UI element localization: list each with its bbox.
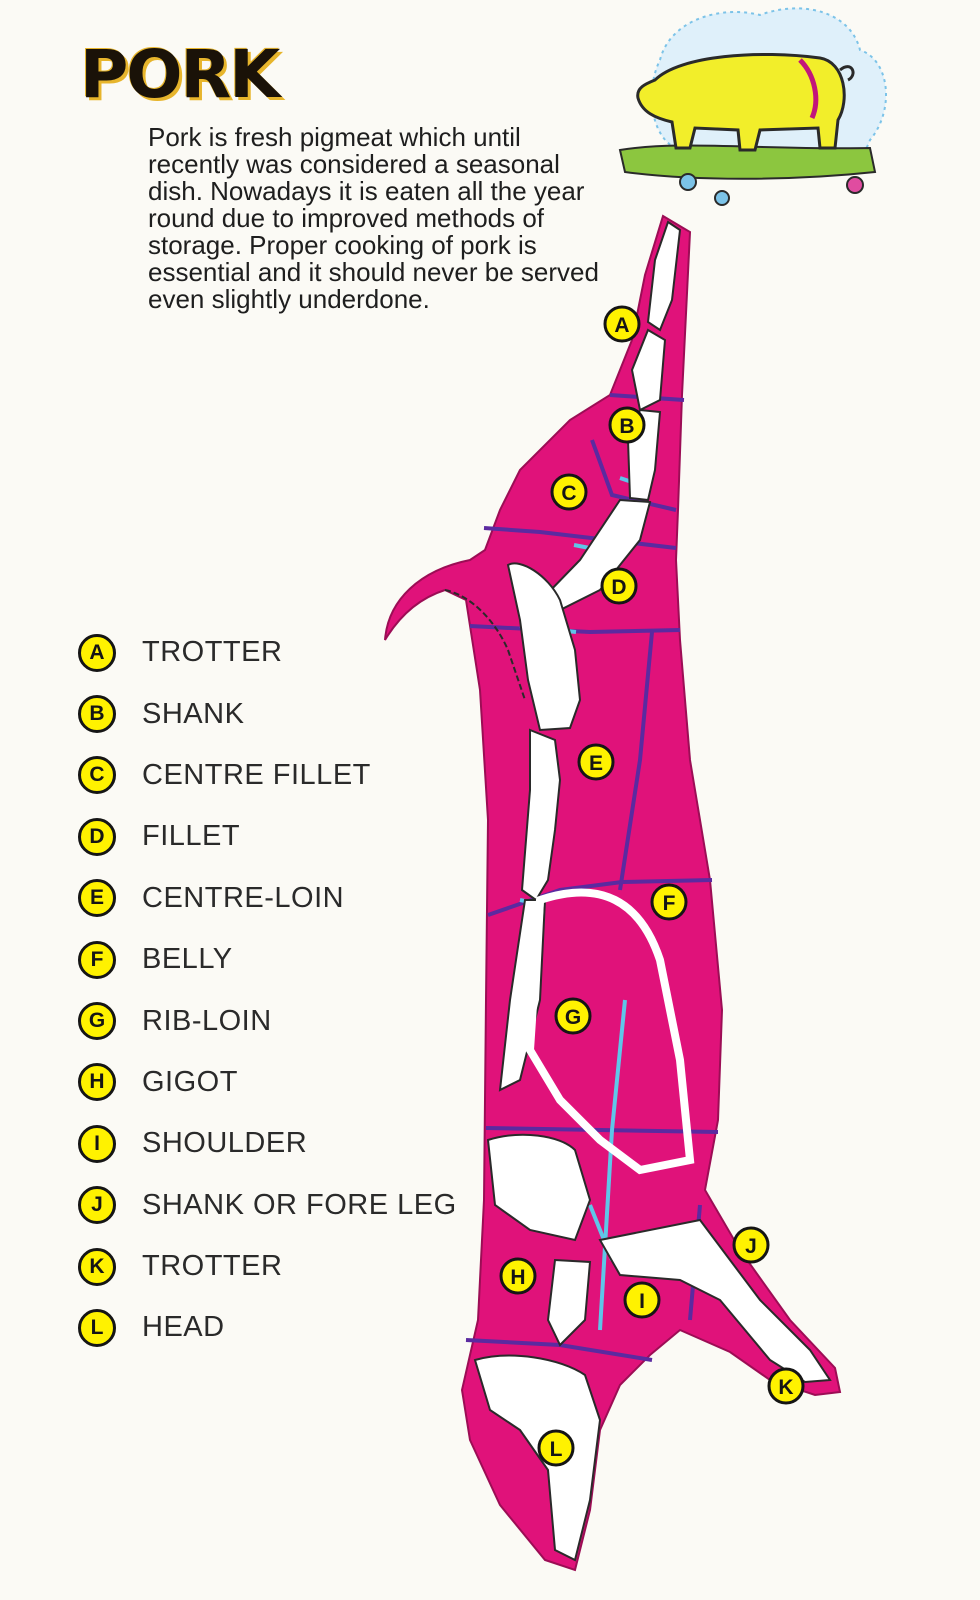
legend-badge: B (78, 695, 116, 734)
marker-circle (650, 883, 688, 921)
legend-badge: F (78, 940, 116, 979)
legend-item: B SHANK (78, 683, 457, 744)
marker-A: A (603, 305, 641, 343)
marker-L: L (537, 1429, 575, 1467)
legend-label: TROTTER (142, 1250, 283, 1283)
marker-K: K (767, 1367, 805, 1405)
legend-item: C CENTRE FILLET (78, 745, 457, 806)
marker-circle (537, 1429, 575, 1467)
legend-label: SHANK (142, 697, 245, 730)
legend-item: A TROTTER (78, 622, 457, 683)
marker-label: A (614, 314, 629, 337)
marker-J: J (732, 1226, 770, 1264)
legend-item: F BELLY (78, 929, 457, 990)
legend-label: RIB-LOIN (142, 1004, 272, 1037)
legend-item: E CENTRE-LOIN (78, 868, 457, 929)
legend-badge: H (78, 1063, 116, 1102)
marker-label: D (611, 576, 626, 599)
marker-label: K (778, 1376, 793, 1399)
marker-H: H (499, 1257, 537, 1295)
marker-circle (623, 1281, 661, 1319)
legend-item: D FILLET (78, 806, 457, 867)
legend-badge: E (78, 879, 116, 918)
marker-F: F (650, 883, 688, 921)
cuts-legend: A TROTTER B SHANK C CENTRE FILLET D FILLET E… (78, 622, 457, 1359)
marker-label: I (639, 1290, 645, 1313)
marker-circle (603, 305, 641, 343)
marker-label: C (561, 482, 576, 505)
skeleton-icon (444, 220, 832, 1562)
legend-label: BELLY (142, 943, 233, 976)
legend-item: L HEAD (78, 1297, 457, 1358)
legend-badge: I (78, 1124, 116, 1163)
page-title: PORK (80, 36, 280, 113)
legend-item: K TROTTER (78, 1236, 457, 1297)
marker-label: E (589, 752, 603, 775)
marker-circle (600, 567, 638, 605)
legend-item: I SHOULDER (78, 1113, 457, 1174)
legend-label: SHOULDER (142, 1127, 308, 1160)
legend-label: CENTRE-LOIN (142, 881, 345, 914)
marker-circle (732, 1226, 770, 1264)
intro-text: Pork is fresh pigmeat which until recent… (148, 122, 599, 314)
marker-E: E (577, 743, 615, 781)
marker-circle (550, 473, 588, 511)
legend-badge: L (78, 1308, 116, 1347)
marker-I: I (623, 1281, 661, 1319)
legend-badge: K (78, 1247, 116, 1286)
marker-label: G (565, 1006, 581, 1029)
legend-label: SHANK OR FORE LEG (142, 1188, 457, 1221)
marker-label: B (619, 415, 634, 438)
marker-C: C (550, 473, 588, 511)
legend-label: GIGOT (142, 1065, 238, 1098)
marker-circle (608, 406, 646, 444)
marker-circle (499, 1257, 537, 1295)
marker-D: D (600, 567, 638, 605)
legend-badge: A (78, 633, 116, 672)
marker-G: G (554, 997, 592, 1035)
marker-label: F (663, 892, 676, 915)
legend-item: G RIB-LOIN (78, 990, 457, 1051)
marker-circle (554, 997, 592, 1035)
legend-label: TROTTER (142, 636, 283, 669)
legend-badge: J (78, 1186, 116, 1225)
legend-label: HEAD (142, 1311, 225, 1344)
marker-circle (767, 1367, 805, 1405)
marker-label: L (550, 1438, 563, 1461)
legend-badge: D (78, 817, 116, 856)
marker-label: J (745, 1235, 757, 1258)
legend-badge: C (78, 756, 116, 795)
marker-B: B (608, 406, 646, 444)
legend-item: H GIGOT (78, 1052, 457, 1113)
marker-label: H (510, 1266, 525, 1289)
legend-item: J SHANK OR FORE LEG (78, 1175, 457, 1236)
legend-badge: G (78, 1002, 116, 1041)
legend-label: FILLET (142, 820, 241, 853)
marker-circle (577, 743, 615, 781)
pig-illustration-icon (618, 7, 887, 206)
legend-label: CENTRE FILLET (142, 758, 371, 791)
